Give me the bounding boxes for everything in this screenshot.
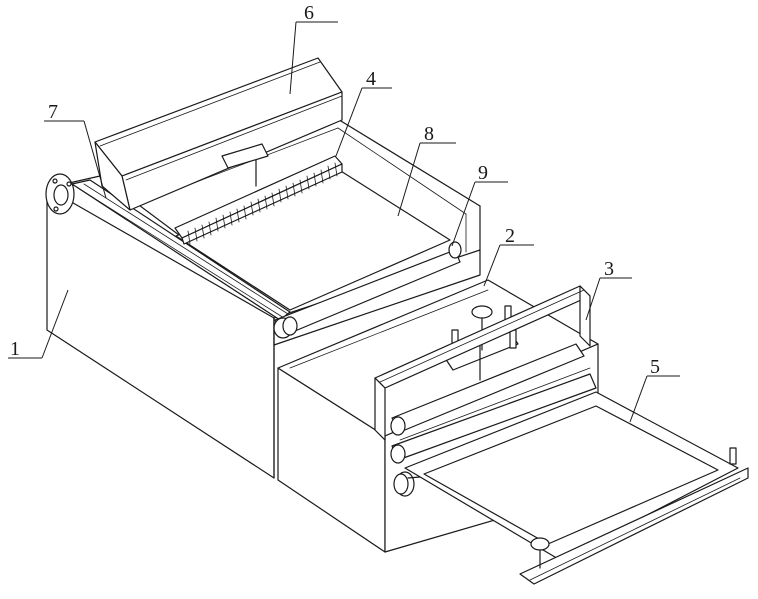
label-5: 5 (650, 356, 660, 378)
flange (46, 174, 74, 214)
label-3: 3 (604, 258, 614, 280)
label-9: 9 (478, 162, 488, 184)
label-2: 2 (505, 225, 515, 247)
label-4: 4 (366, 68, 376, 90)
label-1: 1 (10, 338, 20, 360)
label-6: 6 (304, 2, 314, 24)
label-8: 8 (424, 123, 434, 145)
label-7: 7 (48, 101, 58, 123)
